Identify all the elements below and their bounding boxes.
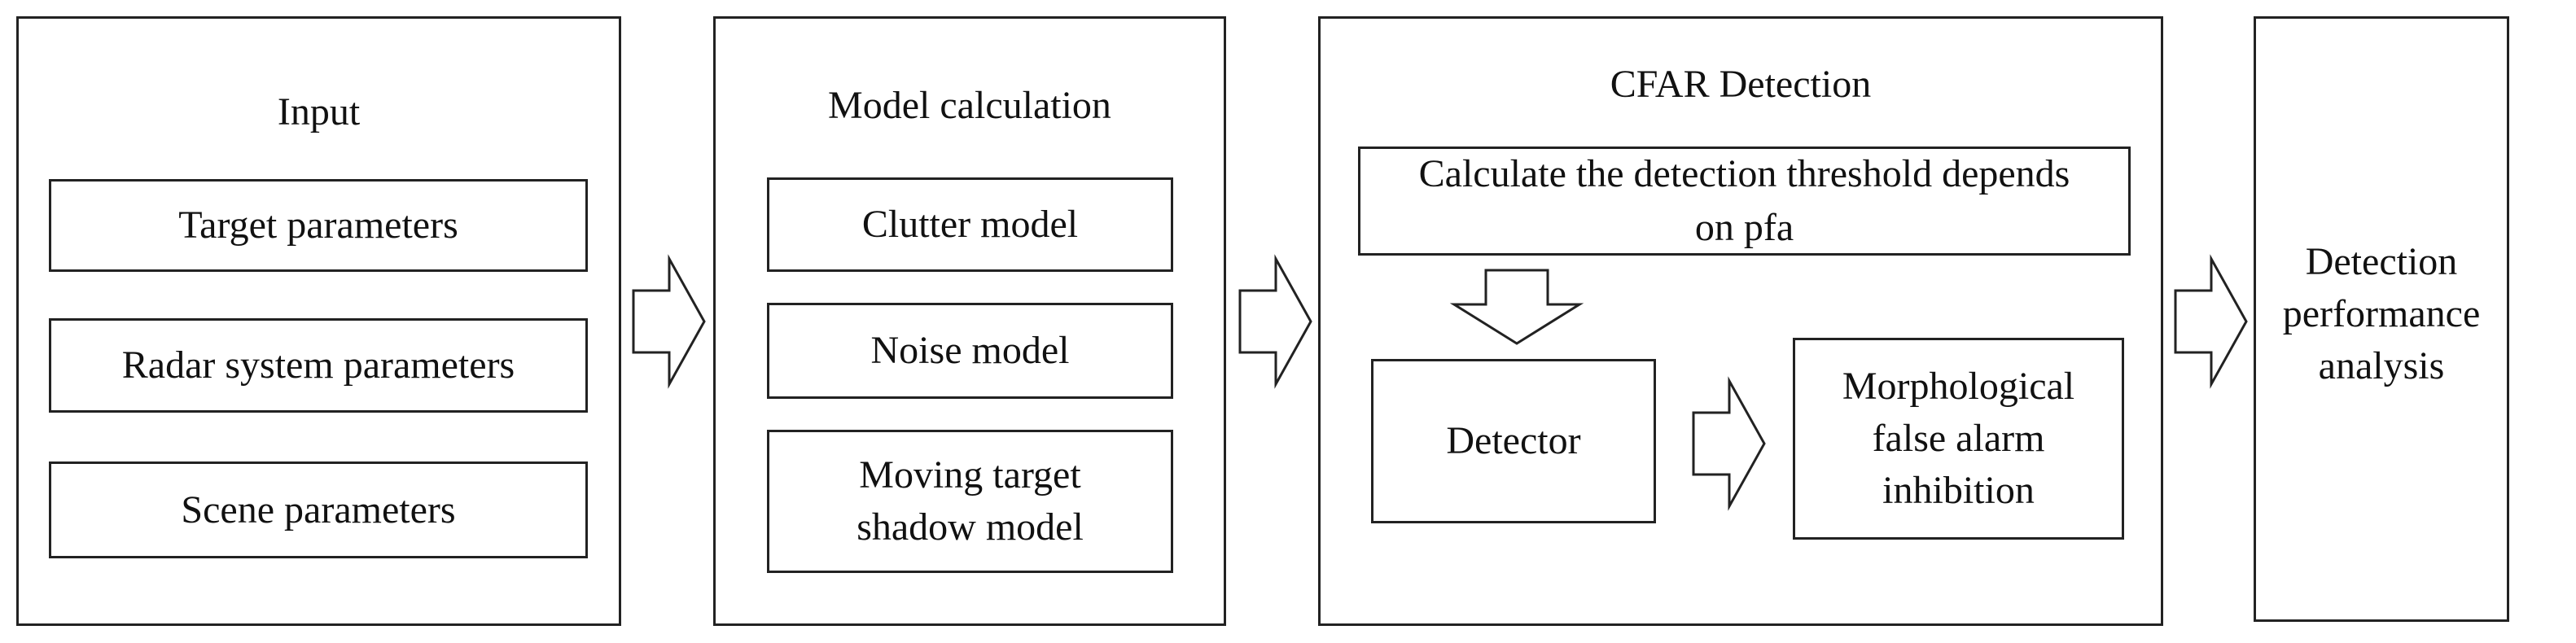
- threshold-calculation-box: Calculate the detection threshold depend…: [1358, 147, 2131, 256]
- morphological-inhibition-text: Morphological false alarm inhibition: [1842, 365, 2075, 512]
- input-title: Input: [277, 90, 361, 133]
- moving-target-shadow-model-box: Moving target shadow model: [767, 430, 1173, 573]
- clutter-model-box: Clutter model: [767, 177, 1173, 272]
- detection-performance-analysis-panel: [2254, 16, 2509, 622]
- arrow-threshold-to-detector: [1449, 269, 1584, 345]
- radar-system-parameters-box: Radar system parameters: [49, 318, 588, 413]
- target-parameters-box: Target parameters: [49, 179, 588, 272]
- cfar-detection-title: CFAR Detection: [1610, 63, 1872, 106]
- arrow-detector-to-morphological: [1692, 376, 1766, 511]
- noise-model-box: Noise model: [767, 303, 1173, 399]
- scene-parameters-box: Scene parameters: [49, 461, 588, 558]
- threshold-calculation-text: Calculate the detection threshold depend…: [1418, 152, 2070, 249]
- model-calculation-title: Model calculation: [828, 84, 1111, 127]
- arrow-input-to-model: [632, 254, 706, 389]
- detection-performance-analysis-label: Detection performance analysis: [2282, 240, 2481, 387]
- arrow-cfar-to-analysis: [2174, 254, 2248, 389]
- detector-box: Detector: [1371, 359, 1656, 523]
- morphological-inhibition-box: Morphological false alarm inhibition: [1793, 338, 2124, 540]
- moving-target-line: Moving target shadow model: [856, 453, 1084, 549]
- arrow-model-to-cfar: [1238, 254, 1312, 389]
